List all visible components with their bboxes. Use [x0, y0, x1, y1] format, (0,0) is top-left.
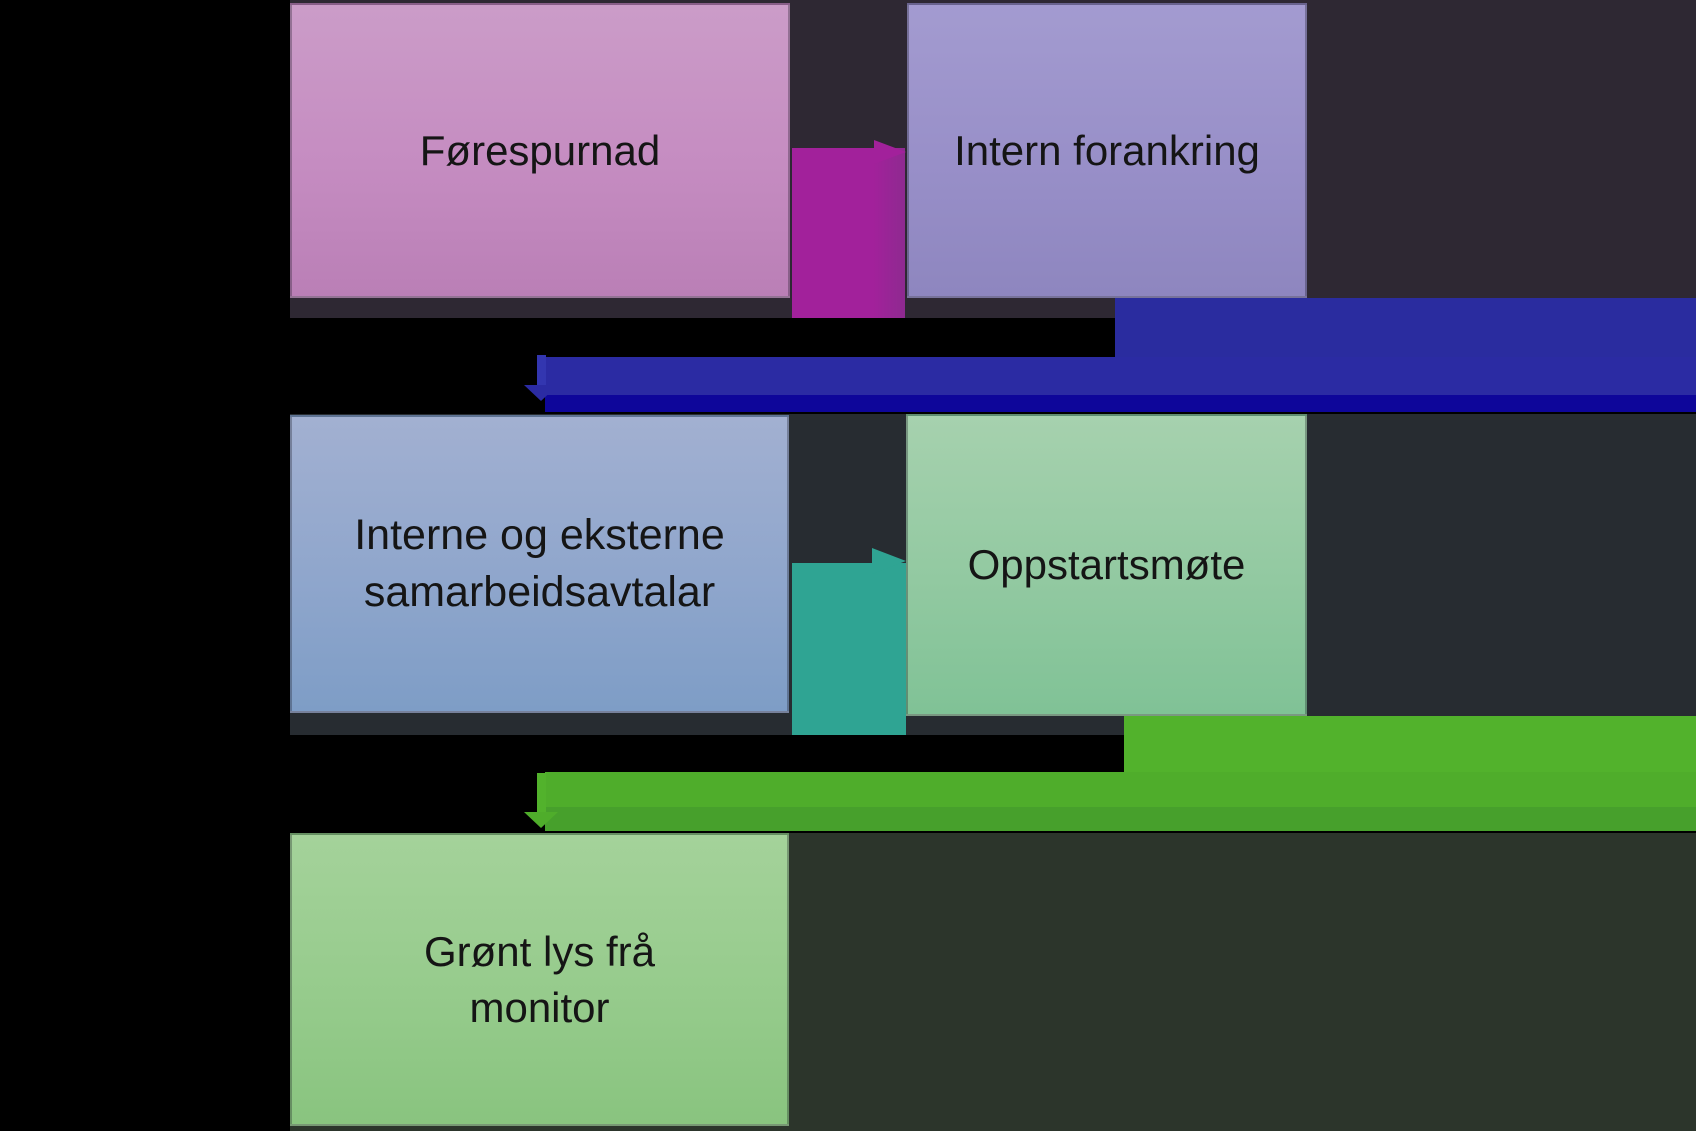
node-gront-lys-fra-monitor: Grønt lys frå monitor — [290, 833, 789, 1126]
connector-intern-to-samarbeid-vertical — [1115, 298, 1696, 358]
connector-oppstart-to-gront-vertical — [1124, 716, 1696, 772]
node-label-line2: samarbeidsavtalar — [363, 568, 716, 616]
node-label-line1: Interne og eksterne — [354, 511, 725, 560]
node-label: Intern forankring — [954, 126, 1260, 174]
node-forespurnad: Førespurnad — [290, 3, 790, 298]
arrowhead-right-teal-icon — [872, 548, 906, 574]
connector-oppstart-to-gront-horizontal — [545, 772, 1696, 807]
connector-intern-to-samarbeid-stem — [537, 355, 546, 390]
node-oppstartsmote: Oppstartsmøte — [906, 414, 1307, 716]
node-label-line2: monitor — [469, 983, 610, 1031]
connector-samarbeid-to-oppstart — [792, 563, 906, 735]
connector-forespurnad-to-intern — [792, 148, 905, 318]
node-intern-forankring: Intern forankring — [907, 3, 1307, 298]
connector-oppstart-to-gront-stem — [537, 773, 546, 823]
connector-oppstart-to-gront-shade — [545, 807, 1696, 831]
node-label: Førespurnad — [419, 126, 661, 174]
arrowhead-right-magenta-icon — [874, 140, 906, 164]
connector-intern-to-samarbeid-shade — [545, 395, 1696, 412]
node-interne-eksterne-samarbeidsavtalar: Interne og eksterne samarbeidsavtalar — [290, 415, 789, 713]
node-label: Oppstartsmøte — [967, 541, 1246, 589]
node-label-line1: Grønt lys frå — [423, 928, 656, 976]
arrowhead-down-green-icon — [524, 812, 558, 828]
arrowhead-down-blue-icon — [524, 385, 558, 401]
connector-intern-to-samarbeid-horizontal — [545, 357, 1696, 395]
